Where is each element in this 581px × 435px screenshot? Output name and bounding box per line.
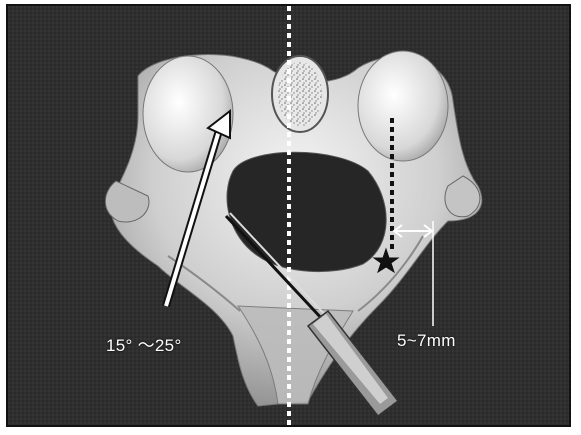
right-articular-facet <box>358 51 448 161</box>
angle-label: 15° ～25° <box>106 331 182 356</box>
figure-frame: 15° ～25° 5~7mm <box>6 4 571 427</box>
vertebra-illustration <box>8 6 569 425</box>
left-articular-facet <box>143 56 233 172</box>
distance-label: 5~7mm <box>397 331 456 351</box>
